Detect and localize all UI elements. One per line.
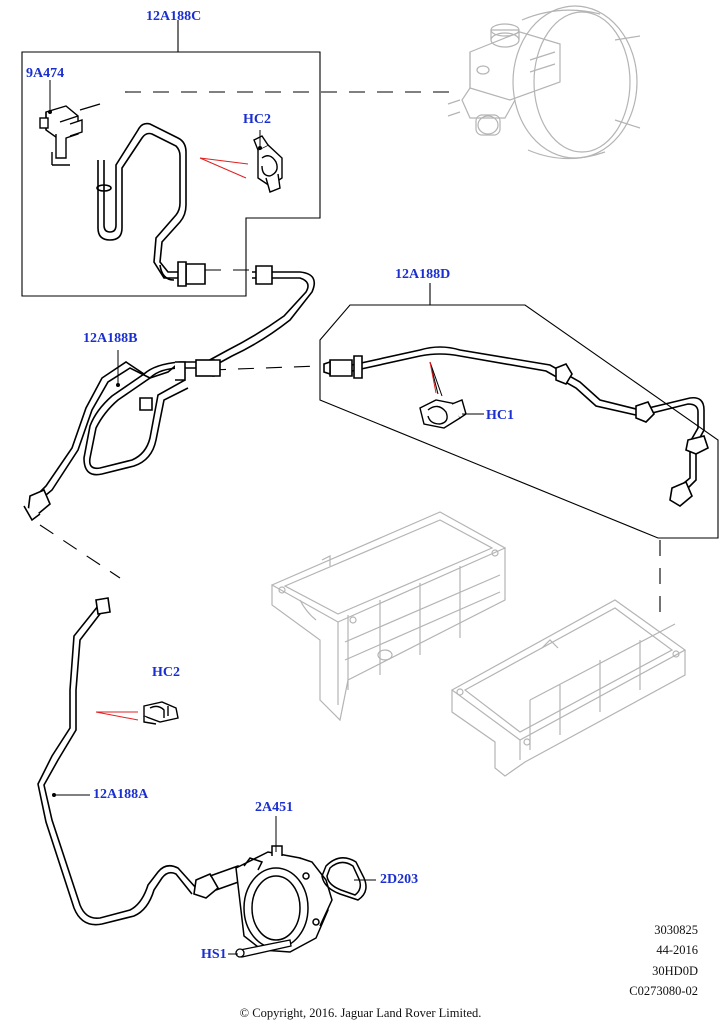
callout-hc2-lower[interactable]: HC2 [152, 665, 180, 680]
callout-hs1[interactable]: HS1 [201, 947, 227, 962]
group-frame-12A188C [21, 20, 321, 297]
group-frame-12A188D [319, 283, 719, 539]
leader-red-hc1 [429, 361, 437, 394]
engine-cover-lower-ghost [450, 599, 687, 777]
leader-red-hc2-lower [95, 711, 139, 721]
callout-leaders [49, 80, 376, 955]
brake-booster-ghost [447, 5, 641, 160]
hose-12A188C [96, 122, 206, 287]
callout-2A451[interactable]: 2A451 [255, 800, 294, 815]
engine-cover-upper-ghost [270, 511, 507, 722]
callout-hc2-upper[interactable]: HC2 [243, 112, 271, 127]
callout-12A188A[interactable]: 12A188A [93, 787, 149, 802]
reference-line-4: C0273080-02 [629, 984, 698, 998]
gasket-2D203 [321, 857, 367, 901]
callout-hc1[interactable]: HC1 [486, 408, 514, 423]
callout-dots [48, 110, 262, 797]
pressure-sensor-9A474 [39, 103, 101, 166]
callout-12A188C[interactable]: 12A188C [146, 9, 202, 24]
copyright-notice: © Copyright, 2016. Jaguar Land Rover Lim… [239, 1006, 482, 1020]
callout-12A188D[interactable]: 12A188D [395, 267, 451, 282]
clip-hc2-upper [253, 135, 283, 193]
reference-line-1: 3030825 [654, 923, 698, 937]
callout-2D203[interactable]: 2D203 [380, 872, 419, 887]
pump-bolt-HS1 [235, 939, 292, 958]
vacuum-pump-2A451 [235, 845, 333, 953]
hose-12A188A [37, 597, 246, 926]
clip-hc2-lower [143, 701, 179, 725]
clip-hc1 [419, 399, 467, 429]
hose-12A188D [323, 346, 709, 507]
reference-line-2: 44-2016 [656, 943, 698, 957]
dashed-connectors [39, 91, 661, 615]
leader-red-hc2-upper [199, 157, 249, 179]
reference-line-3: 30HD0D [652, 964, 698, 978]
callout-9A474[interactable]: 9A474 [26, 66, 65, 81]
hose-12A188B [23, 265, 316, 522]
callout-12A188B[interactable]: 12A188B [83, 331, 138, 346]
